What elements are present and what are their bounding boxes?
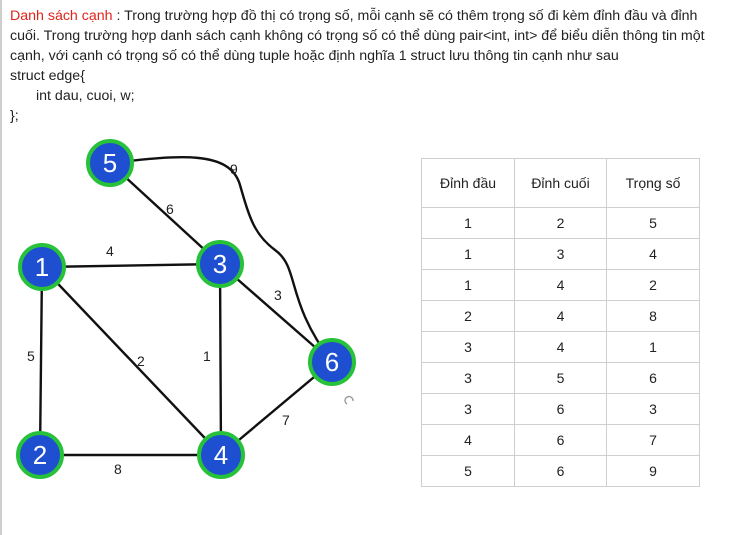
graph-edges — [38, 156, 333, 457]
edge-1-2 — [38, 266, 44, 456]
edge-1-4 — [41, 266, 222, 456]
node-6-label: 6 — [325, 347, 339, 377]
edge-list-table: Đỉnh đầu Đỉnh cuối Trọng số 1 2 5 1 3 4 … — [421, 158, 700, 487]
node-2: 2 — [16, 431, 64, 479]
cell-start: 2 — [421, 300, 515, 332]
table-row: 1 2 5 — [421, 207, 700, 239]
table-row: 1 4 2 — [421, 269, 700, 301]
weight-1-2: 5 — [27, 348, 35, 364]
edge-weights: 6 9 4 5 2 1 3 8 7 — [27, 161, 290, 477]
cell-start: 1 — [421, 269, 515, 301]
cell-weight: 2 — [606, 269, 700, 301]
node-4: 4 — [197, 431, 245, 479]
cell-weight: 3 — [606, 393, 700, 425]
cell-weight: 9 — [606, 455, 700, 487]
code-struct-close: }; — [10, 108, 19, 124]
cell-end: 2 — [514, 207, 607, 239]
cell-weight: 1 — [606, 331, 700, 363]
intro-text: Danh sách cạnh : Trong trường hợp đồ thị… — [10, 6, 725, 126]
weight-1-4: 2 — [137, 353, 145, 369]
header-start-vertex: Đỉnh đầu — [421, 158, 515, 208]
node-3-label: 3 — [213, 249, 227, 279]
weight-5-6: 9 — [230, 161, 238, 177]
node-3: 3 — [196, 240, 244, 288]
table-row: 3 6 3 — [421, 393, 700, 425]
node-2-label: 2 — [33, 440, 47, 470]
term-edge-list: Danh sách cạnh — [10, 8, 113, 24]
weight-2-4: 8 — [114, 461, 122, 477]
table-row: 2 4 8 — [421, 300, 700, 332]
cell-weight: 5 — [606, 207, 700, 239]
cell-end: 4 — [514, 269, 607, 301]
cell-end: 4 — [514, 300, 607, 332]
code-struct-fields: int dau, cuoi, w; — [36, 88, 135, 104]
edge-5-3 — [109, 162, 221, 265]
node-5-label: 5 — [103, 148, 117, 178]
header-weight: Trọng số — [606, 158, 700, 208]
cell-start: 3 — [421, 362, 515, 394]
weight-1-3: 4 — [106, 243, 114, 259]
code-struct-open: struct edge{ — [10, 68, 85, 84]
edge-1-3 — [41, 262, 221, 269]
table-row: 3 5 6 — [421, 362, 700, 394]
table-row: 5 6 9 — [421, 455, 700, 487]
weight-3-4: 1 — [203, 348, 211, 364]
page-left-border — [0, 0, 2, 535]
node-6: 6 — [308, 338, 356, 386]
cell-weight: 4 — [606, 238, 700, 270]
intro-paragraph: Danh sách cạnh : Trong trường hợp đồ thị… — [10, 6, 725, 66]
node-4-label: 4 — [214, 440, 228, 470]
edge-3-4 — [218, 263, 223, 456]
cell-weight: 6 — [606, 362, 700, 394]
node-1: 1 — [18, 243, 66, 291]
cell-start: 1 — [421, 238, 515, 270]
cell-start: 3 — [421, 393, 515, 425]
table-row: 1 3 4 — [421, 238, 700, 270]
cell-end: 4 — [514, 331, 607, 363]
edge-4-6 — [220, 361, 333, 456]
cell-end: 5 — [514, 362, 607, 394]
loading-cursor-icon — [344, 395, 354, 405]
node-1-label: 1 — [35, 252, 49, 282]
cell-weight: 8 — [606, 300, 700, 332]
weight-3-6: 3 — [274, 287, 282, 303]
cell-weight: 7 — [606, 424, 700, 456]
header-end-vertex: Đỉnh cuối — [514, 158, 607, 208]
table-row: 3 4 1 — [421, 331, 700, 363]
cell-end: 3 — [514, 238, 607, 270]
node-5: 5 — [86, 139, 134, 187]
cell-end: 6 — [514, 393, 607, 425]
intro-description: : Trong trường hợp đồ thị có trọng số, m… — [10, 8, 705, 64]
edge-5-6 — [109, 156, 333, 363]
cell-start: 5 — [421, 455, 515, 487]
weight-5-3: 6 — [166, 201, 174, 217]
cell-start: 1 — [421, 207, 515, 239]
weight-4-6: 7 — [282, 412, 290, 428]
cell-end: 6 — [514, 424, 607, 456]
cell-end: 6 — [514, 455, 607, 487]
cell-start: 4 — [421, 424, 515, 456]
weighted-graph: 6 9 4 5 2 1 3 8 7 5 1 3 6 2 — [16, 139, 356, 479]
table-header-row: Đỉnh đầu Đỉnh cuối Trọng số — [421, 158, 700, 208]
graph-nodes: 5 1 3 6 2 4 — [16, 139, 356, 479]
table-row: 4 6 7 — [421, 424, 700, 456]
cell-start: 3 — [421, 331, 515, 363]
edge-3-6 — [219, 263, 333, 363]
